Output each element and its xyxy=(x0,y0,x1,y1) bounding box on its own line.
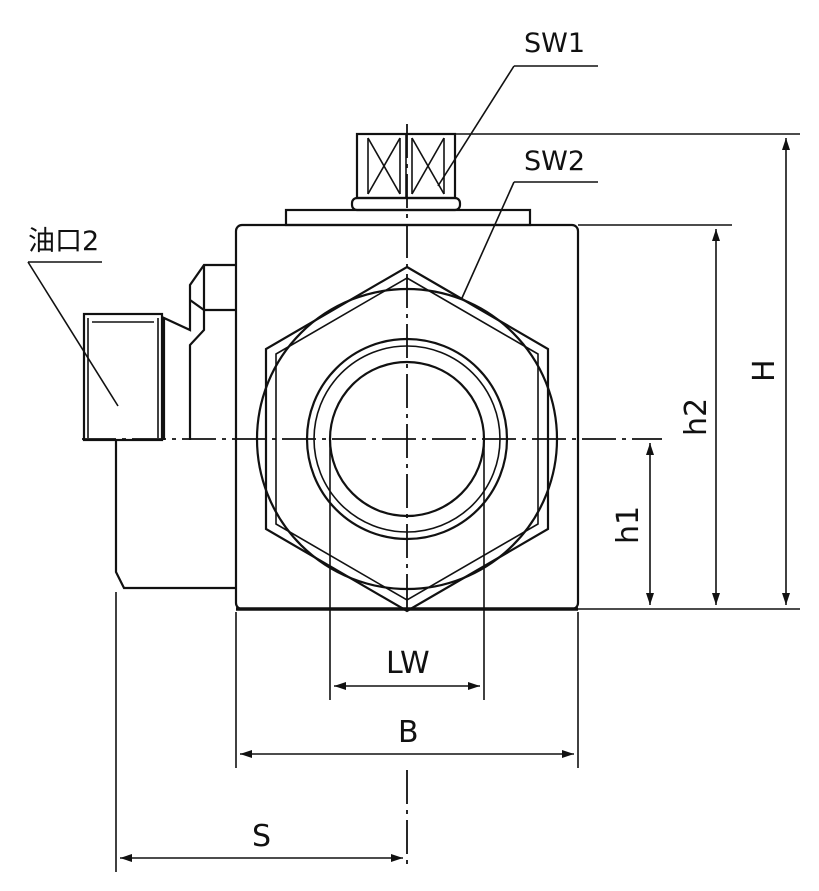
label-b: B xyxy=(398,715,419,750)
side-port xyxy=(82,263,236,590)
label-h: H xyxy=(747,359,782,382)
dimension-lines xyxy=(120,138,790,862)
centre-lines xyxy=(82,124,662,868)
label-sw1: SW1 xyxy=(524,28,585,59)
extension-lines xyxy=(115,133,800,872)
label-lw: LW xyxy=(386,646,430,681)
leader-lines xyxy=(27,65,598,407)
label-s: S xyxy=(252,819,271,854)
stem-square-sw1 xyxy=(284,132,532,227)
label-port: 油口2 xyxy=(28,226,99,257)
label-h1: h1 xyxy=(611,506,646,544)
label-h2: h2 xyxy=(679,398,714,436)
label-sw2: SW2 xyxy=(524,146,585,177)
